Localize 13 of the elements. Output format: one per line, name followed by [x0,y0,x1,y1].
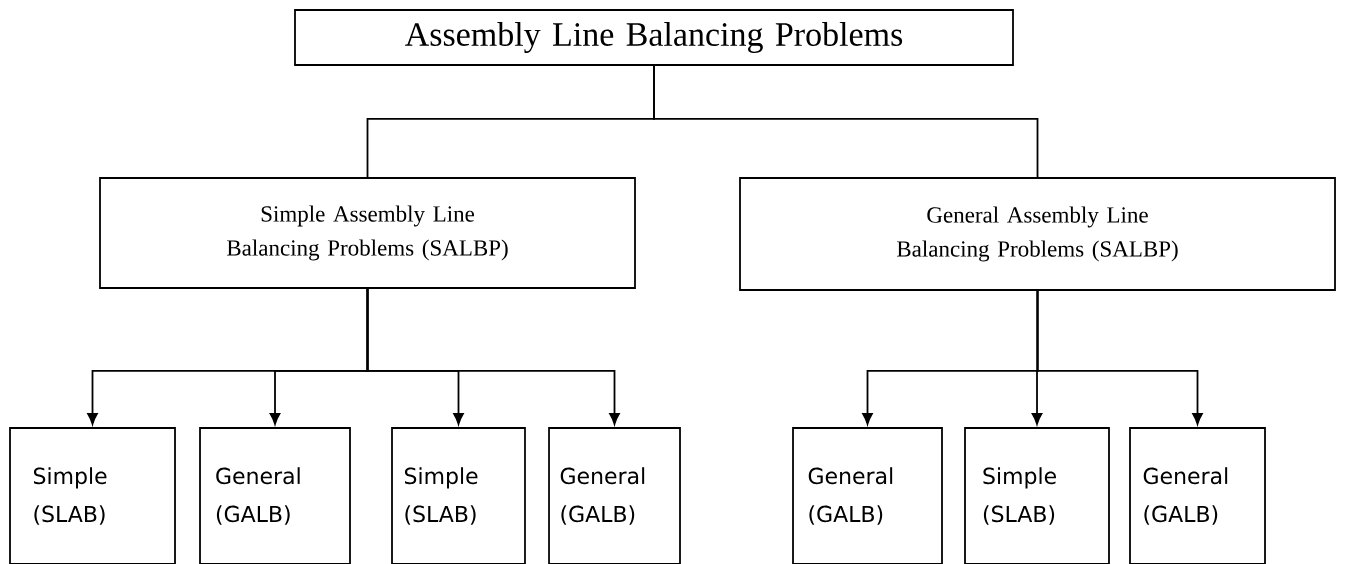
type-box: General (GALB) [792,427,943,564]
connector [1036,290,1203,425]
type-box: Simple (SLAB) [9,427,176,564]
title-box: Assembly Line Balancing Problems [294,9,1014,66]
connector [366,288,620,425]
type-box: General (GALB) [548,427,681,564]
connector [653,65,1039,178]
type-box: General (GALB) [1129,427,1266,564]
type-box: Simple (SLAB) [964,427,1110,564]
type-box: General (GALB) [199,427,351,564]
category-box: Simple Assembly Line Balancing Problems (SALBP) [99,177,636,289]
type-box: Simple (SLAB) [391,427,526,564]
category-box: General Assembly Line Balancing Problems (SALBP) [739,177,1336,291]
